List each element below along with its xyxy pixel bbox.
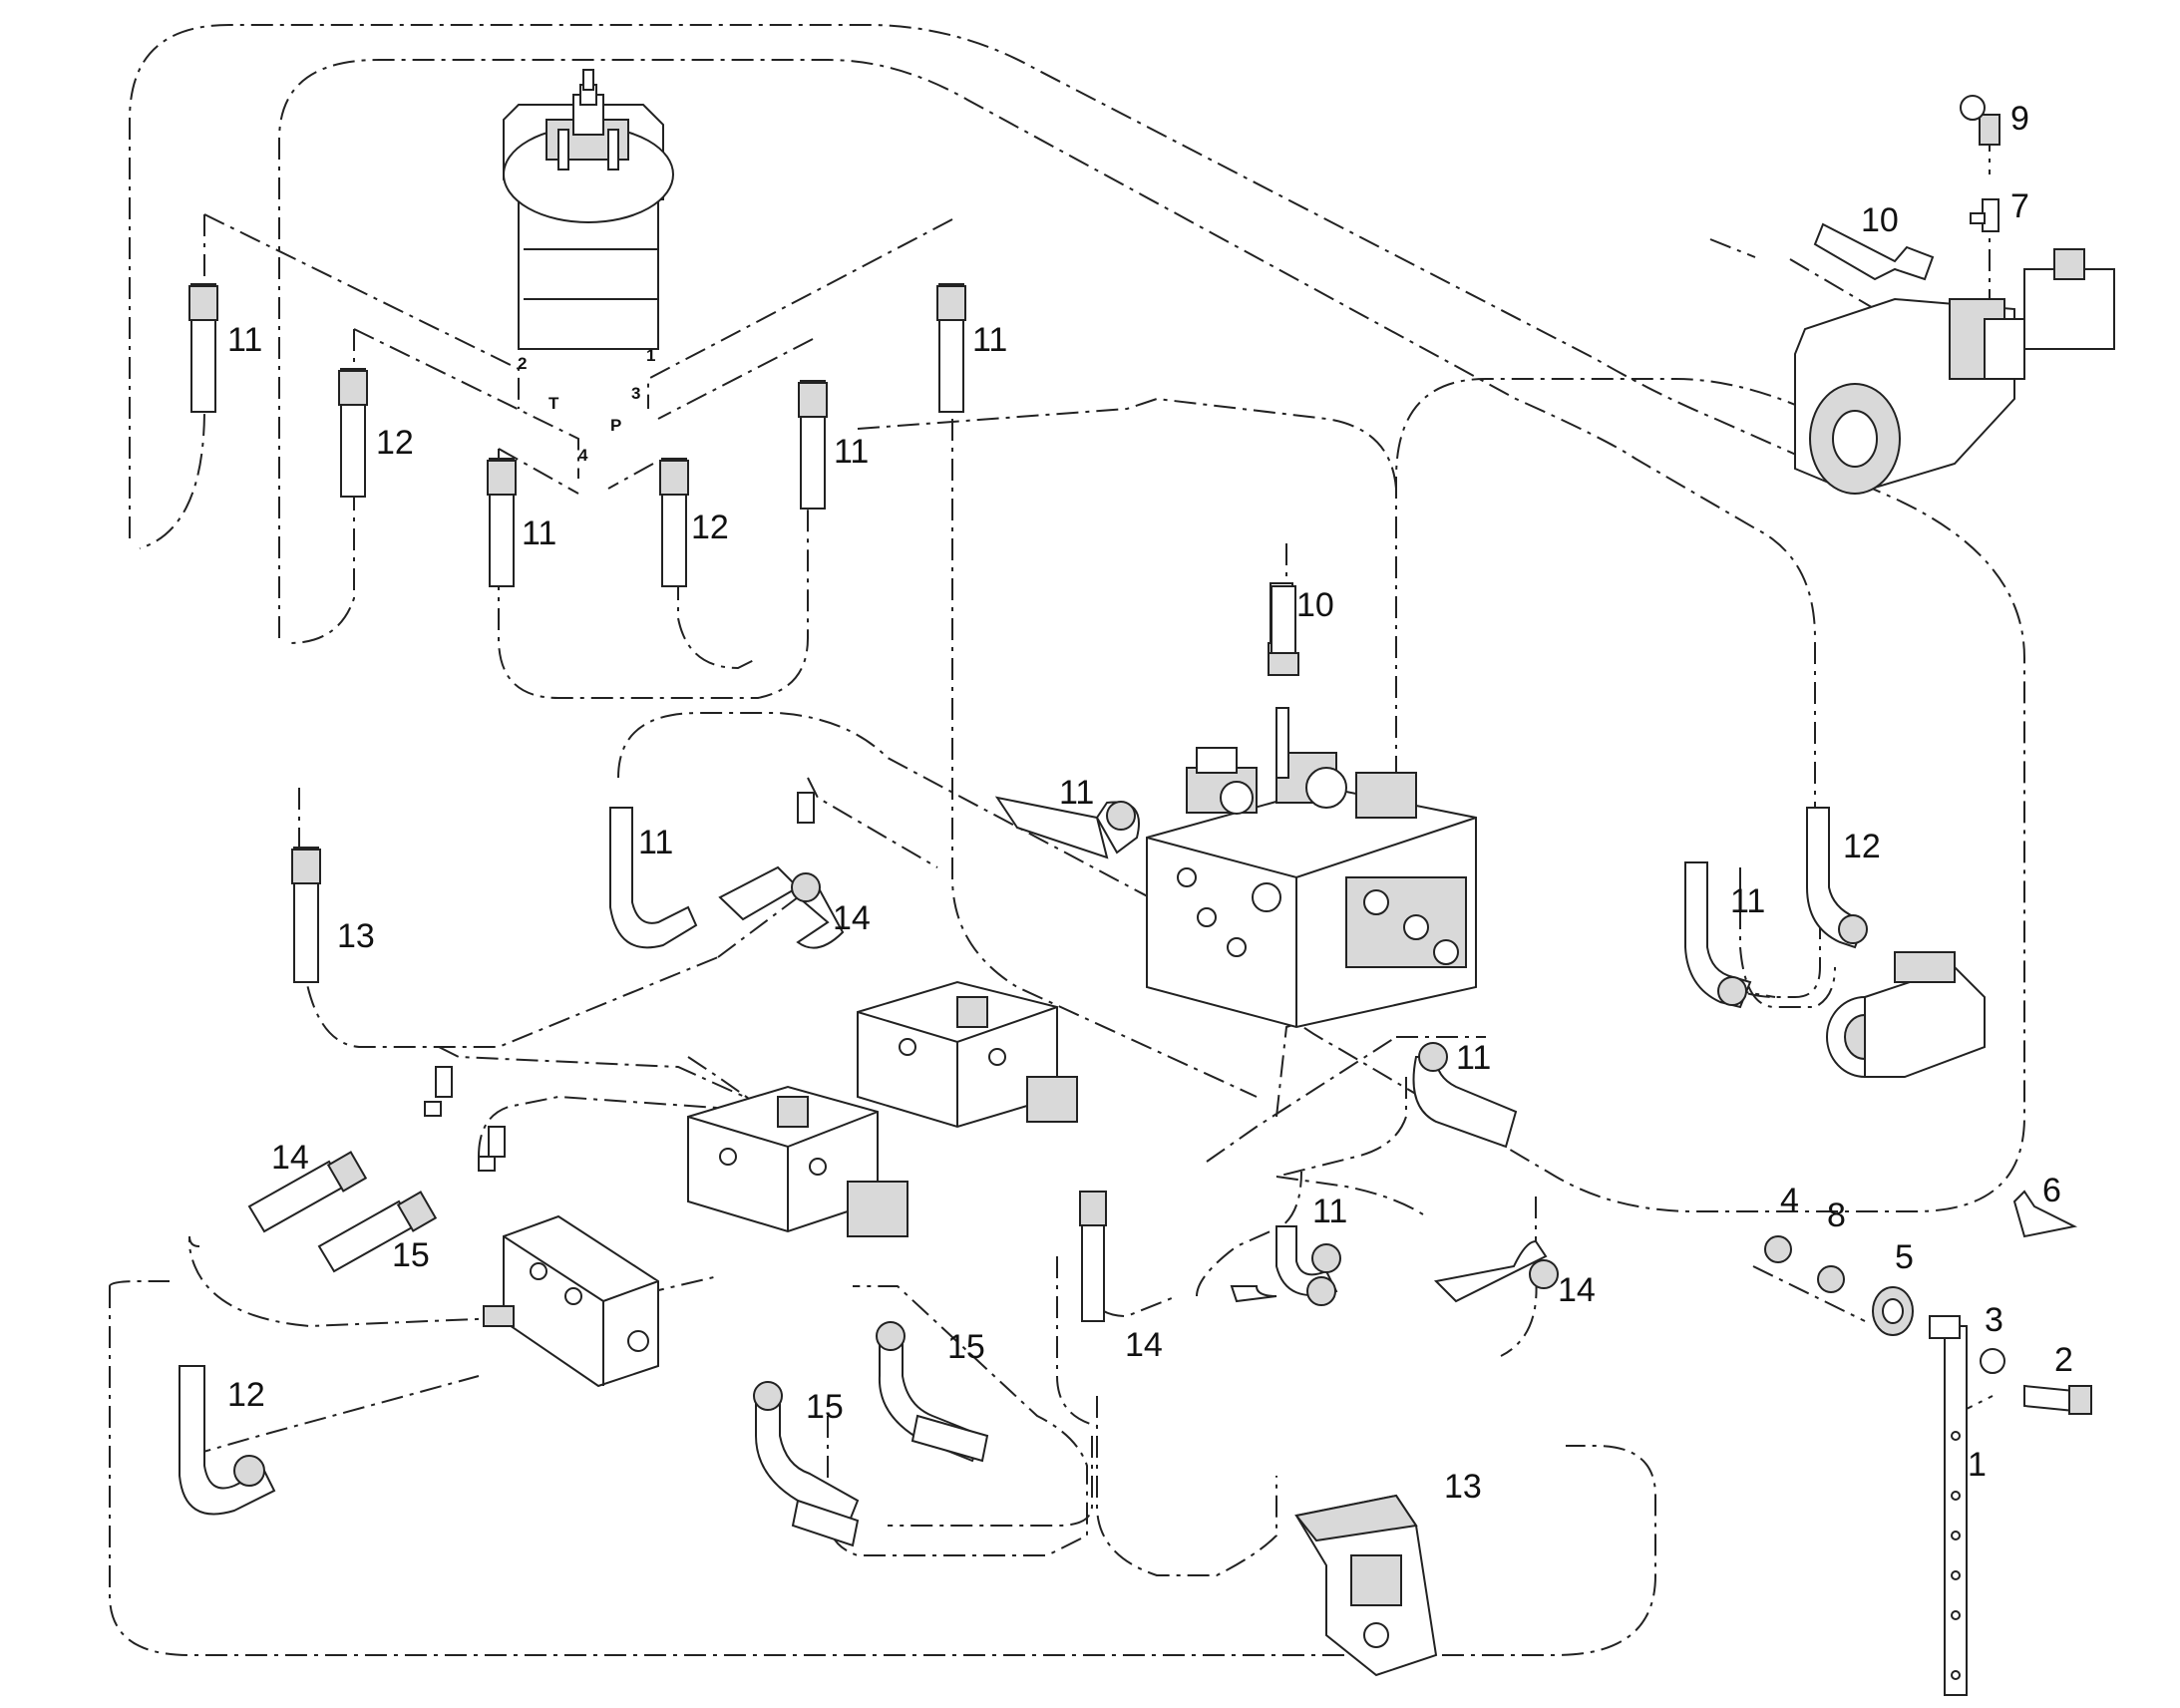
callout-label: 1 bbox=[1968, 1446, 1987, 1484]
callout-labels: 1 2 3 4 5 6 7 8 9 10 10 11 11 11 11 11 1… bbox=[227, 100, 2073, 1506]
callout-label: 4 bbox=[1780, 1182, 1799, 1219]
routing-lines bbox=[109, 24, 2025, 1656]
callout-label: 11 bbox=[227, 321, 262, 359]
callout-label: 12 bbox=[1843, 828, 1881, 865]
callout-label: 9 bbox=[2010, 100, 2029, 138]
callout-label: 11 bbox=[522, 514, 556, 552]
mounting-hardware bbox=[1764, 1190, 2092, 1415]
callout-label: 2 bbox=[2054, 1341, 2073, 1379]
fitting-7 bbox=[1970, 198, 1999, 232]
callout-label: 11 bbox=[1730, 882, 1765, 920]
callout-label: 11 bbox=[972, 321, 1007, 359]
callout-label: 13 bbox=[1444, 1468, 1482, 1506]
callout-label: 12 bbox=[691, 509, 729, 546]
valve-block-b bbox=[687, 1085, 908, 1237]
fitting-9 bbox=[1960, 95, 2000, 146]
callout-label: 11 bbox=[638, 824, 673, 861]
callout-label: 8 bbox=[1827, 1196, 1846, 1234]
callout-label: 15 bbox=[392, 1236, 430, 1274]
callout-label: 7 bbox=[2010, 187, 2029, 225]
callout-label: 10 bbox=[1296, 586, 1334, 624]
callout-label: 15 bbox=[947, 1328, 985, 1366]
gear-pump bbox=[503, 69, 674, 350]
callout-label: 10 bbox=[1861, 201, 1899, 239]
control-valve-block bbox=[1146, 707, 1477, 1029]
orbital-motor bbox=[1826, 951, 1986, 1078]
callout-label: 11 bbox=[1312, 1193, 1347, 1230]
mounting-strap bbox=[1929, 1315, 1968, 1696]
brake-valve bbox=[1294, 1494, 1438, 1677]
port-label: 2 bbox=[518, 354, 527, 373]
callout-label: 12 bbox=[376, 424, 414, 462]
tee-fittings bbox=[424, 792, 815, 1172]
hose-fittings bbox=[233, 801, 1868, 1487]
callout-label: 11 bbox=[1059, 774, 1094, 812]
port-label: P bbox=[610, 416, 621, 435]
callout-label: 3 bbox=[1985, 1301, 2003, 1339]
callout-label: 11 bbox=[834, 433, 869, 471]
port-label: T bbox=[548, 394, 559, 413]
fitting-hoses bbox=[247, 1151, 989, 1547]
callout-label: 12 bbox=[227, 1376, 265, 1414]
callout-label: 14 bbox=[1125, 1326, 1163, 1364]
port-label: 1 bbox=[646, 346, 655, 365]
pump-port-labels: 2 T 4 P 3 1 bbox=[518, 346, 655, 465]
callout-label: 14 bbox=[833, 899, 871, 937]
port-label: 4 bbox=[578, 446, 588, 465]
callout-label: 14 bbox=[271, 1139, 309, 1177]
callout-label: 6 bbox=[2042, 1172, 2061, 1209]
valve-block-a bbox=[857, 980, 1078, 1129]
valve-block-c bbox=[483, 1214, 659, 1388]
port-label: 3 bbox=[631, 384, 640, 403]
callout-label: 15 bbox=[806, 1388, 844, 1426]
callout-label: 14 bbox=[1558, 1271, 1596, 1309]
elbow-hoses bbox=[179, 222, 1935, 1528]
hydraulic-motor bbox=[1794, 248, 2115, 496]
straight-fitting-10-center bbox=[1268, 585, 1299, 676]
callout-label: 5 bbox=[1895, 1238, 1914, 1276]
callout-label: 11 bbox=[1456, 1039, 1491, 1077]
callout-label: 13 bbox=[337, 917, 375, 955]
